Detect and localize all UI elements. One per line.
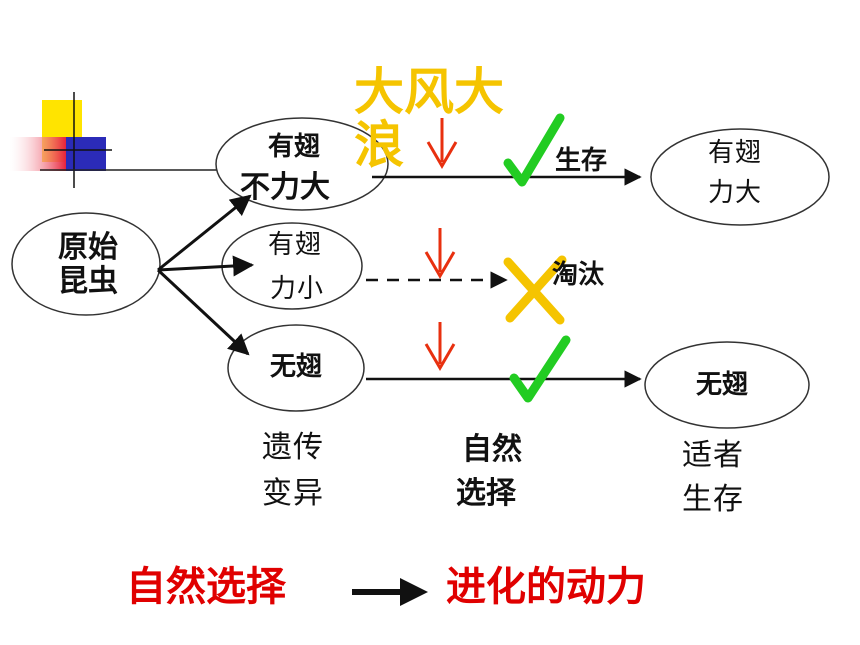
origin-label-1: 原始 bbox=[58, 230, 118, 265]
no-wing-result-label: 无翅 bbox=[696, 370, 749, 400]
summary-arrow bbox=[352, 578, 428, 606]
fittest-label-1: 适者 bbox=[682, 438, 744, 473]
cross-icon bbox=[503, 255, 567, 325]
summary-left: 自然选择 bbox=[126, 564, 286, 610]
arrow-to-weak-wing bbox=[157, 255, 255, 277]
wind-label: 大风大浪 bbox=[354, 63, 504, 174]
no-wing-label: 无翅 bbox=[270, 352, 323, 382]
origin-ellipse bbox=[11, 212, 161, 316]
origin-label-2: 昆虫 bbox=[58, 264, 118, 299]
check-icon bbox=[503, 113, 565, 187]
down-arrow-icon bbox=[424, 228, 456, 279]
arrow-to-strong-wing bbox=[157, 194, 252, 272]
down-arrow-icon bbox=[424, 322, 456, 371]
down-arrow-icon bbox=[426, 118, 458, 169]
no-wing-result-ellipse bbox=[644, 341, 810, 429]
heredity-label-1: 遗传 bbox=[262, 430, 324, 465]
decorative-logo bbox=[10, 92, 112, 188]
heredity-label-2: 变异 bbox=[262, 476, 324, 511]
summary-right: 进化的动力 bbox=[446, 564, 646, 610]
strong-wing-label-1: 有翅 bbox=[268, 132, 321, 162]
survive-label: 生存 bbox=[555, 146, 608, 176]
strong-wing-result-label-1: 有翅 bbox=[708, 138, 763, 168]
natural-selection-label-2: 选择 bbox=[456, 476, 516, 511]
strong-wing-result-ellipse bbox=[650, 128, 830, 226]
arrow-to-no-wing bbox=[156, 268, 250, 356]
weak-wing-label-1: 有翅 bbox=[268, 230, 323, 260]
strong-wing-ellipse bbox=[215, 117, 389, 211]
eliminated-label: 淘汰 bbox=[552, 260, 605, 290]
natural-selection-label-1: 自然 bbox=[462, 432, 522, 467]
fittest-label-2: 生存 bbox=[682, 482, 744, 517]
check-icon bbox=[509, 335, 571, 403]
no-wing-ellipse bbox=[227, 324, 365, 412]
strong-wing-result-label-2: 力大 bbox=[708, 178, 763, 208]
weak-wing-label-2: 力小 bbox=[270, 274, 325, 304]
strong-wing-label-2: 不力大 bbox=[240, 170, 330, 205]
